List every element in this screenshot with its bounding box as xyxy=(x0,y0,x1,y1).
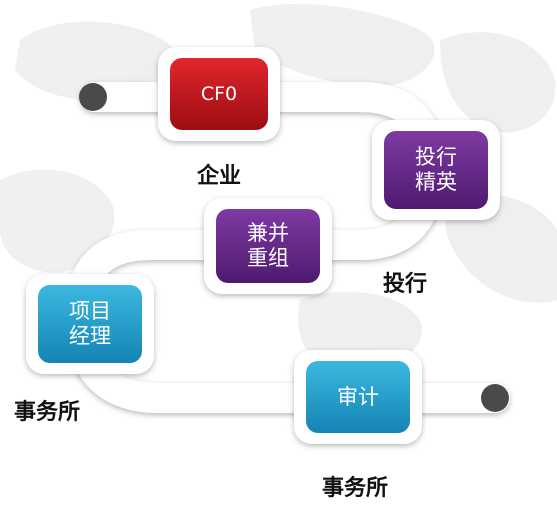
caption-firm-bottom: 事务所 xyxy=(322,476,389,501)
ib-elite-card-bg xyxy=(384,131,488,209)
cfo-node: CF0 xyxy=(170,58,268,130)
project-manager-card-bg xyxy=(38,285,142,363)
caption-investment-bank: 投行 xyxy=(383,272,428,297)
cfo-label: CF0 xyxy=(200,82,238,105)
mna-card-bg xyxy=(216,209,320,283)
caption-enterprise: 企业 xyxy=(197,164,242,189)
path-end-endpoint xyxy=(481,384,509,412)
audit-card-bg xyxy=(306,361,410,433)
project-manager-node: 项目 经理 xyxy=(38,285,142,363)
mna-node: 兼并 重组 xyxy=(216,209,320,283)
caption-firm-left: 事务所 xyxy=(14,400,81,425)
ib-elite-node: 投行 精英 xyxy=(384,131,488,209)
project-manager-label: 项目 经理 xyxy=(69,299,111,348)
audit-label: 审计 xyxy=(337,384,379,409)
mna-label: 兼并 重组 xyxy=(247,221,289,270)
audit-node: 审计 xyxy=(306,361,410,433)
ib-elite-label: 投行 精英 xyxy=(415,145,457,194)
cfo-card-bg xyxy=(170,58,268,130)
world-map-background xyxy=(0,3,557,373)
path-start-endpoint xyxy=(79,83,107,111)
